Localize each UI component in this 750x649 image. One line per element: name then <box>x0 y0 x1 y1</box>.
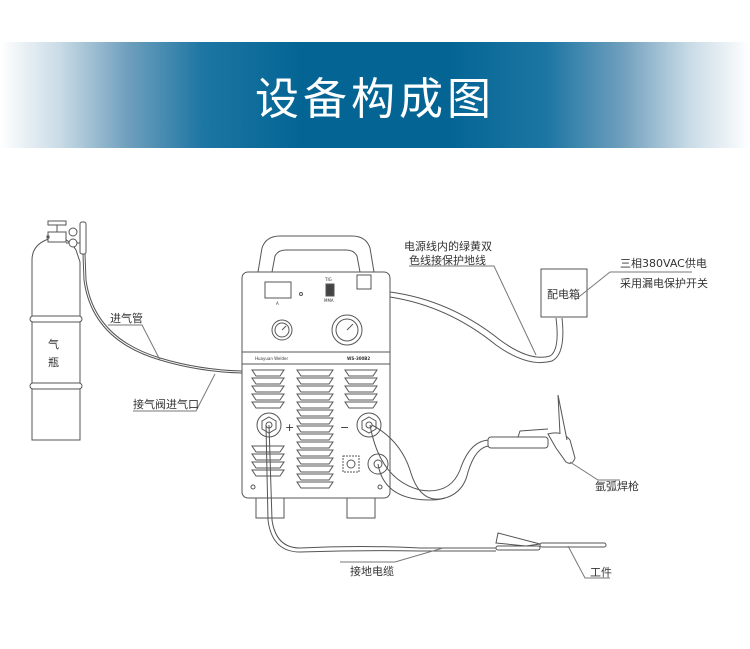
cylinder-label-2: 瓶 <box>48 355 59 369</box>
vent-slat <box>296 377 334 385</box>
gas-inlet-label: 接气阀进气口 <box>133 397 199 411</box>
power-cable <box>389 291 558 358</box>
vent-slat <box>296 465 334 473</box>
current-display <box>264 281 292 299</box>
vent-slat <box>344 377 378 385</box>
vent-slat <box>296 441 334 449</box>
tig-torch-handle <box>487 436 549 449</box>
vent-slat <box>296 409 334 417</box>
distribution-box <box>540 268 588 318</box>
brand-label: Huayuan Welder <box>255 356 288 361</box>
ground-clamp <box>495 532 541 547</box>
vent-slat <box>251 369 285 377</box>
ground-cable-label: 接地电缆 <box>350 565 394 578</box>
vent-slat <box>296 433 334 441</box>
tig-mma-switch[interactable] <box>325 283 335 297</box>
distribution-box-label: 配电箱 <box>547 287 580 301</box>
workpiece <box>539 542 607 548</box>
tig-torch-cap <box>557 394 568 441</box>
cylinder-label-1: 气 <box>48 337 59 351</box>
workpiece-label: 工件 <box>590 566 612 579</box>
vent-slat <box>296 457 334 465</box>
pressure-gauge-icon <box>68 227 78 237</box>
power-supply-label-1: 三相380VAC供电 <box>620 256 707 270</box>
vent-slat <box>296 425 334 433</box>
vent-slat <box>296 417 334 425</box>
meter-unit: A <box>276 301 279 306</box>
vent-slat <box>251 461 285 469</box>
switch-mma: MMA <box>324 298 334 303</box>
ground-cable <box>268 424 496 549</box>
vent-slat <box>251 445 285 453</box>
model-label: WS-300B2 <box>347 356 370 361</box>
vent-slat <box>251 453 285 461</box>
vent-slat <box>296 385 334 393</box>
gas-hose-label: 进气管 <box>110 311 143 325</box>
vent-slat <box>251 393 285 401</box>
vent-slat <box>251 401 285 409</box>
power-supply-label-2: 采用漏电保护开关 <box>620 276 708 290</box>
flowmeter-icon <box>79 221 87 255</box>
tig-torch-label: 氩弧焊枪 <box>595 479 639 493</box>
plus-sign: + <box>285 421 294 434</box>
vent-slat <box>296 481 334 489</box>
page-title: 设备构成图 <box>255 74 495 125</box>
vent-slat <box>296 369 334 377</box>
vent-slat <box>251 385 285 393</box>
welding-machine: A TIG MMA Huayuan Welder WS-300B2 + − <box>241 235 391 519</box>
minus-sign: − <box>340 421 349 434</box>
vent-slat <box>296 449 334 457</box>
ground-wire-label-2: 色线接保护地线 <box>409 253 486 267</box>
vent-slat <box>296 393 334 401</box>
vent-slat <box>344 369 378 377</box>
vent-slat <box>296 401 334 409</box>
vent-slat <box>251 377 285 385</box>
tig-torch-cable <box>369 424 491 492</box>
vent-slat <box>296 473 334 481</box>
vent-slat <box>344 385 378 393</box>
vent-slat <box>344 393 378 401</box>
gas-hose <box>82 253 243 374</box>
gas-cylinder <box>29 220 87 441</box>
vent-slat <box>251 469 285 477</box>
switch-tig: TIG <box>324 277 332 282</box>
header-banner <box>0 42 750 148</box>
ground-wire-label-1: 电源线内的绿黄双 <box>404 239 492 253</box>
vent-slat <box>344 401 378 409</box>
